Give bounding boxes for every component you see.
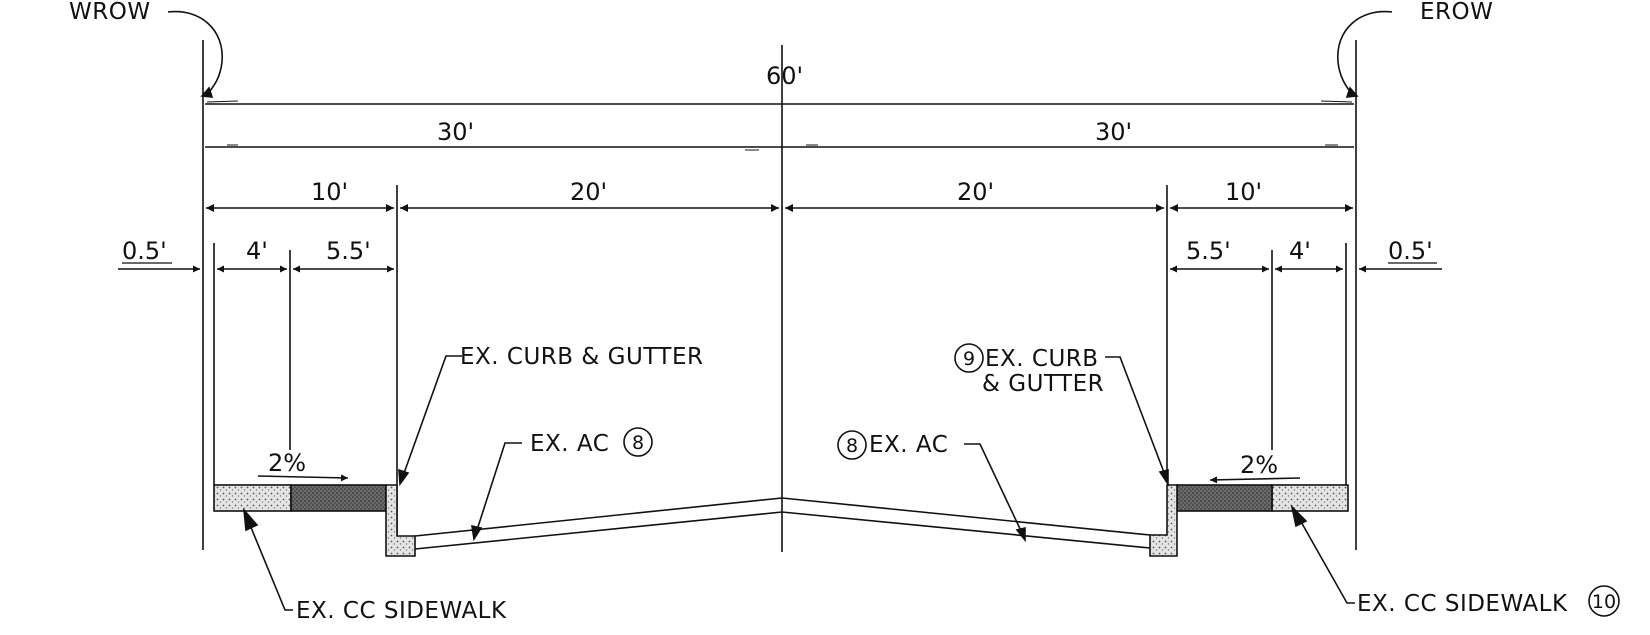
slope-arrow-left (257, 474, 349, 482)
dim-4-left-label: 4' (246, 237, 268, 265)
ref-circle-curb-right (954, 343, 984, 373)
pavement-left (414, 497, 783, 550)
callout-sidewalk-left: EX. CC SIDEWALK (296, 598, 507, 624)
slope-arrow-right (1209, 476, 1301, 484)
west-row-pointer (167, 10, 223, 96)
dim-5.5-right-label: 5.5' (1186, 237, 1231, 265)
dim-30-right-label: 30' (1095, 118, 1132, 146)
planter-right (1176, 484, 1273, 512)
dim-10-left-label: 10' (311, 178, 348, 206)
sidewalk-left (213, 484, 292, 512)
leader-ac-right (964, 443, 1023, 534)
callout-curb-left: EX. CURB & GUTTER (460, 344, 704, 370)
dim-30-left-label: 30' (437, 118, 474, 146)
callout-ac-left: EX. AC (530, 431, 609, 457)
ref-circle-ac-right (837, 430, 867, 460)
leader-curb-left (402, 355, 462, 477)
leader-ac-left (476, 442, 522, 531)
dim-60-label: 60' (766, 62, 803, 90)
leader-sidewalk-left (249, 524, 293, 611)
ref-number-ac-left: 8 (632, 432, 644, 454)
slope-left-label: 2% (268, 449, 306, 477)
callout-ac-right: EX. AC (869, 432, 948, 458)
callout-curb-right-line2: & GUTTER (982, 371, 1104, 397)
dim-20-left-label: 20' (570, 178, 607, 206)
ref-circle-ac-left (623, 427, 653, 457)
east-row-pointer (1337, 10, 1393, 96)
callout-curb-right-line1: EX. CURB (985, 346, 1099, 372)
callout-sidewalk-right: EX. CC SIDEWALK (1357, 591, 1568, 617)
dim-20-right-label: 20' (957, 178, 994, 206)
ref-number-sidewalk-right: 10 (1592, 591, 1616, 613)
dim-4-right-label: 4' (1289, 237, 1311, 265)
east-row-label: EROW (1420, 0, 1493, 25)
leader-curb-right (1105, 356, 1166, 476)
west-row-label: WROW (69, 0, 151, 25)
ref-circle-sidewalk-right (1588, 585, 1620, 617)
curb-gutter-left (385, 484, 416, 557)
curb-gutter-right (1149, 484, 1178, 557)
sidewalk-right (1271, 484, 1349, 512)
pavement-right (781, 497, 1151, 549)
dim-10-right-label: 10' (1225, 178, 1262, 206)
dim-0.5-left-label: 0.5' (122, 237, 167, 265)
leader-sidewalk-right (1299, 519, 1355, 604)
dim-5.5-left-label: 5.5' (326, 237, 371, 265)
slope-right-label: 2% (1240, 451, 1278, 479)
ref-number-curb-right: 9 (963, 348, 975, 370)
ref-number-ac-right: 8 (846, 435, 858, 457)
dim-0.5-right-label: 0.5' (1388, 237, 1433, 265)
planter-left (290, 484, 387, 512)
